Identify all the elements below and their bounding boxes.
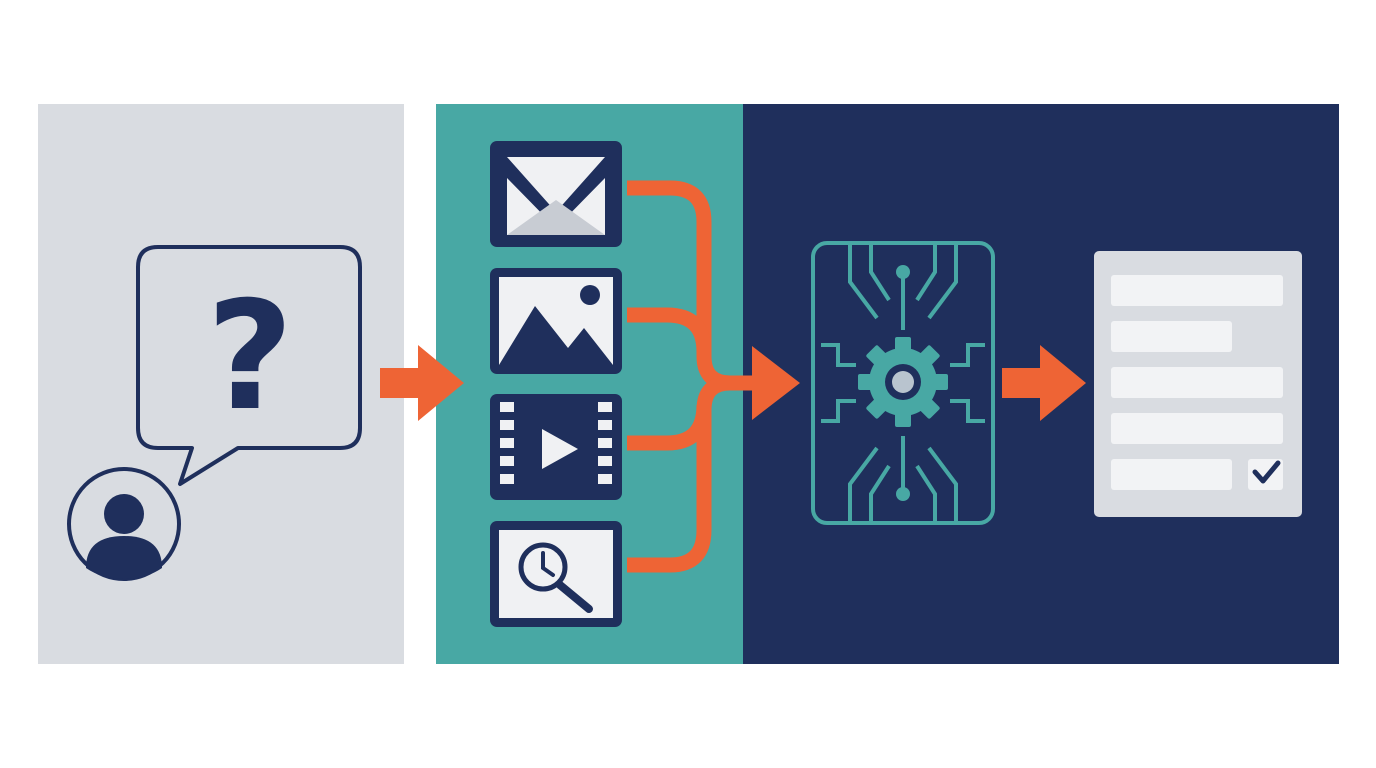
image-mountain-icon xyxy=(490,268,622,374)
merge-connector xyxy=(627,180,756,573)
right-arrow-icon xyxy=(380,345,464,421)
right-arrow-icon xyxy=(752,346,800,420)
video-film-play-icon xyxy=(490,394,622,500)
email-envelope-icon xyxy=(490,141,622,247)
form-field xyxy=(1111,413,1283,444)
checkmark-icon xyxy=(1252,460,1281,484)
circuit-gear-chip-icon xyxy=(811,241,995,525)
clock-magnifier-icon xyxy=(490,521,622,627)
form-field xyxy=(1111,275,1283,306)
gear-icon xyxy=(858,337,948,427)
question-speech-bubble-icon: ? xyxy=(136,245,362,486)
user-avatar-icon xyxy=(67,467,181,581)
form-checkbox-icon xyxy=(1094,251,1302,517)
right-arrow-icon xyxy=(1002,345,1086,421)
form-field xyxy=(1111,367,1283,398)
form-field xyxy=(1111,321,1232,352)
form-field xyxy=(1111,459,1232,490)
question-mark: ? xyxy=(206,270,293,444)
